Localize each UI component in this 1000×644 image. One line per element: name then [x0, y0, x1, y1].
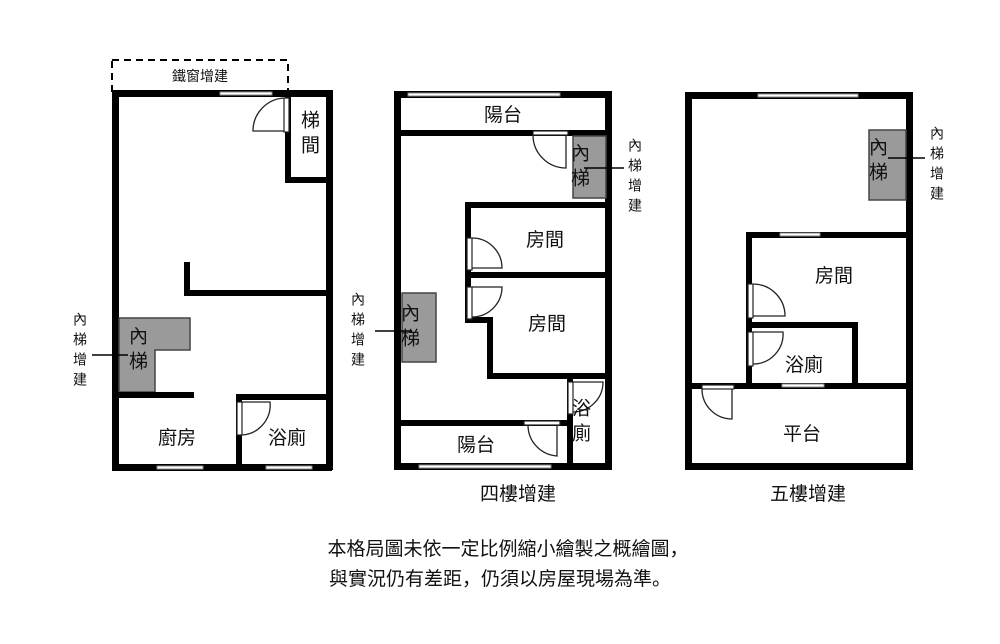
wall [112, 90, 119, 470]
disclaimer-line-2: 與實況仍有差距，仍須以房屋現場為準。 [329, 568, 671, 590]
wall [184, 290, 332, 296]
top-balcony-label: 陽台 [484, 104, 522, 126]
floor-5-title: 五樓增建 [770, 483, 846, 505]
bathroom-label: 浴廁 [569, 398, 591, 448]
window [265, 465, 313, 470]
inner-stair [572, 135, 607, 199]
inner-stair-note: 內梯增建 [349, 292, 365, 372]
wall [112, 464, 332, 471]
platform-label: 平台 [783, 423, 821, 445]
inner-stair-label: 內梯 [866, 137, 888, 187]
room-2-label: 房間 [528, 313, 566, 335]
wall [605, 91, 612, 470]
iron-window-extension-label: 鐵窗增建 [172, 68, 228, 85]
inner-stair [401, 292, 437, 363]
door-swing [752, 331, 784, 365]
window [156, 465, 204, 470]
door [701, 384, 735, 390]
inner-stair-note: 內梯增建 [928, 126, 944, 206]
door [567, 381, 574, 415]
wall [285, 177, 332, 183]
window [407, 92, 561, 97]
inner-stair-note: 內梯增建 [626, 138, 642, 218]
room-label: 房間 [815, 265, 853, 287]
door [283, 97, 290, 133]
kitchen-label: 廚房 [158, 426, 196, 449]
door-swing [752, 283, 786, 317]
wall [487, 373, 612, 379]
door-swing [252, 97, 285, 132]
floor-4-title: 四樓增建 [480, 483, 556, 505]
door [466, 237, 473, 271]
door-swing [471, 286, 503, 318]
window [418, 464, 552, 469]
wall [465, 272, 612, 278]
inner-stair-label: 內梯 [126, 326, 148, 376]
floor-plan-3: 內梯 內梯增建 房間 浴廁 平台 五樓增建 [685, 92, 944, 505]
wall [184, 262, 190, 296]
wall [746, 322, 858, 328]
bottom-balcony-label: 陽台 [457, 434, 495, 456]
wall [236, 394, 332, 400]
door-swing [241, 401, 271, 436]
door-swing [701, 388, 733, 420]
door-swing [532, 134, 567, 169]
floor-plan-2: 陽台 內梯 內梯增建 房間 房間 內梯 內梯增建 陽台 浴廁 四樓增建 [349, 91, 642, 505]
window [219, 91, 273, 96]
door [523, 420, 561, 426]
door [236, 401, 243, 436]
bathroom-label: 浴廁 [268, 426, 306, 449]
wall [852, 322, 858, 388]
inner-stair-label: 內梯 [398, 303, 420, 353]
wall [685, 463, 913, 470]
wall [567, 379, 573, 470]
wall [746, 232, 913, 238]
wall [685, 92, 692, 470]
door-swing [471, 237, 503, 269]
wall [285, 96, 291, 183]
inner-stair-label: 內梯 [568, 143, 590, 193]
window [781, 383, 825, 388]
disclaimer-line-1: 本格局圖未依一定比例縮小繪製之概繪圖， [327, 538, 688, 560]
bathroom-label: 浴廁 [785, 353, 823, 376]
iron-window-extension-outline [111, 59, 289, 93]
door-swing [572, 381, 604, 413]
door [747, 331, 754, 367]
wall [394, 130, 612, 136]
stairwell-label: 梯間 [298, 110, 320, 160]
wall [118, 392, 194, 398]
window [779, 232, 821, 237]
wall [465, 317, 493, 323]
door [532, 130, 569, 136]
wall [394, 420, 571, 426]
door-swing [527, 424, 558, 457]
floor-plan-1: 鐵窗增建 梯間 內梯 內梯增建 廚房 浴廁 [71, 59, 333, 471]
door [466, 286, 473, 320]
wall [394, 91, 401, 470]
room-1-label: 房間 [526, 229, 564, 251]
inner-stair [868, 129, 907, 201]
window [757, 93, 859, 98]
door [747, 283, 754, 319]
wall [465, 202, 612, 208]
wall [906, 92, 913, 470]
wall [487, 317, 493, 379]
wall [326, 90, 333, 470]
inner-stair-note: 內梯增建 [71, 312, 87, 392]
